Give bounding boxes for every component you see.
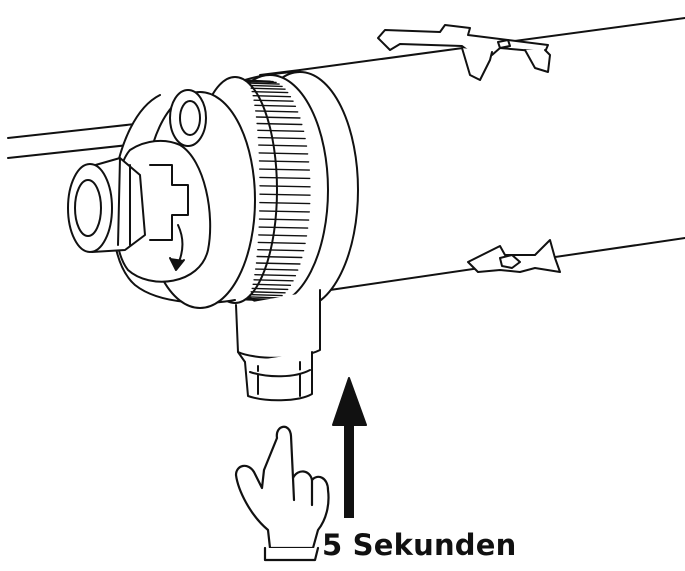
ring-rib: [258, 226, 309, 229]
mounting-clip-bottom: [467, 239, 561, 273]
ring-rib: [256, 122, 303, 126]
ring-rib: [257, 249, 305, 252]
ring-rib: [246, 79, 274, 83]
ring-rib: [259, 210, 310, 213]
ring-rib: [253, 99, 294, 102]
ring-rib: [252, 95, 292, 98]
ring-rib: [248, 82, 280, 85]
push-button: [244, 351, 313, 402]
mounting-clip-top: [377, 24, 551, 81]
ring-rib: [259, 168, 310, 171]
ring-rib: [251, 90, 289, 94]
ring-rib: [259, 201, 311, 205]
ring-rib: [255, 110, 299, 113]
ring-rib: [254, 274, 297, 277]
ring-rib: [259, 185, 311, 188]
ring-rib: [248, 296, 280, 299]
duration-caption: 5 Sekunden: [322, 528, 517, 562]
ring-rib: [251, 287, 289, 291]
ring-rib: [258, 160, 310, 163]
ring-rib: [250, 291, 286, 294]
post: [169, 89, 207, 147]
ring-rib: [259, 193, 311, 196]
ring-rib: [249, 293, 283, 297]
ring-rib: [247, 80, 277, 84]
ring-rib: [258, 144, 308, 147]
rotate-arrow-icon: [169, 224, 185, 271]
ring-rib: [250, 87, 286, 90]
ring-rib: [255, 262, 301, 265]
ring-rib: [258, 218, 310, 221]
ring-rib: [255, 268, 299, 271]
button-housing: [235, 289, 321, 363]
ring-rib: [249, 84, 283, 88]
ring-rib: [256, 255, 303, 259]
ring-rib: [259, 176, 311, 180]
ring-rib: [252, 283, 292, 286]
up-arrow-icon: [332, 377, 367, 518]
ring-rib: [257, 129, 305, 132]
ring-rib: [258, 152, 309, 155]
ring-rib: [257, 136, 306, 140]
hand-press-icon: [234, 425, 330, 562]
ring-rib: [253, 279, 294, 282]
ring-rib: [254, 104, 297, 107]
ring-rib: [257, 241, 306, 245]
ring-rib: [258, 234, 308, 237]
ring-rib: [255, 116, 301, 119]
axle-knob: [67, 157, 146, 253]
